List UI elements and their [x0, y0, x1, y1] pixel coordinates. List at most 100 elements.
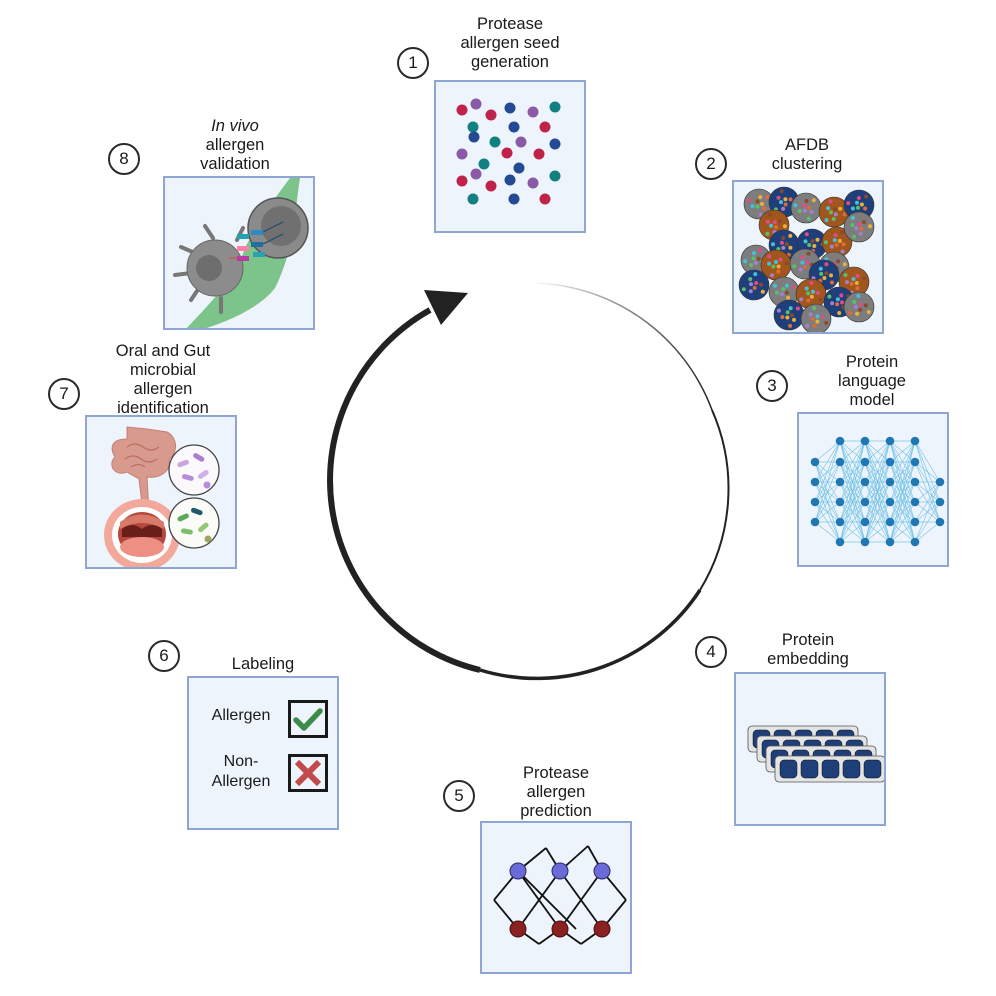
network-node — [810, 477, 820, 487]
prediction-network-illustration — [493, 845, 627, 945]
residue-dot — [811, 289, 815, 294]
residue-dot — [815, 319, 820, 324]
network-edge — [889, 440, 916, 503]
residue-dot — [819, 271, 824, 276]
step-3-number: 3 — [756, 370, 788, 402]
residue-dot — [784, 283, 789, 288]
step-5-title: Protease allergen prediction — [480, 764, 632, 821]
residue-dot — [863, 206, 868, 211]
step-6-panel: Allergen Non- Allergen — [187, 676, 339, 830]
non-allergen-checkbox — [288, 754, 328, 792]
title-line: Oral and Gut — [115, 342, 211, 360]
residue-dot — [782, 224, 787, 229]
vector-cell — [863, 759, 882, 779]
residue-dot — [868, 224, 872, 229]
network-edge — [914, 440, 941, 483]
seed-dots-illustration — [456, 98, 561, 205]
residue-dot — [804, 199, 809, 203]
protein-cluster — [821, 226, 853, 258]
step-6-title: Labeling — [188, 655, 338, 674]
title-line: allergen — [526, 783, 586, 801]
output-node — [551, 920, 569, 938]
residue-dot — [852, 299, 857, 304]
residue-dot — [806, 298, 811, 303]
residue-dot — [862, 220, 866, 225]
network-node — [860, 517, 870, 527]
network-node — [885, 537, 895, 547]
residue-dot — [784, 290, 789, 295]
network-edge — [814, 461, 841, 523]
residue-dot — [805, 260, 810, 265]
residue-dot — [835, 302, 840, 307]
step-number-text: 1 — [408, 53, 418, 72]
residue-dot — [826, 206, 831, 211]
residue-dot — [833, 233, 838, 238]
seed-dot — [504, 102, 516, 114]
network-edge — [864, 501, 891, 543]
residue-dot — [760, 202, 764, 206]
protein-cluster — [743, 188, 775, 220]
network-node — [835, 537, 845, 547]
residue-dot — [767, 254, 772, 259]
step-4-panel — [734, 672, 886, 826]
residue-dot — [751, 256, 756, 261]
residue-dot — [776, 195, 781, 200]
residue-dot — [843, 273, 848, 277]
residue-dot — [840, 300, 844, 305]
residue-dot — [779, 292, 784, 297]
residue-dot — [791, 285, 796, 290]
title-line: Protease — [476, 15, 544, 33]
network-edge — [814, 521, 841, 543]
network-edge — [889, 440, 916, 463]
title-line: Protein — [845, 353, 899, 371]
network-node — [835, 497, 845, 507]
step-number-text: 5 — [454, 786, 464, 805]
network-node — [835, 517, 845, 527]
residue-dot — [866, 310, 871, 314]
residue-dot — [811, 317, 815, 321]
input-node — [509, 862, 527, 880]
residue-dot — [829, 273, 833, 278]
prediction-edge — [559, 870, 603, 930]
cluster-circle — [790, 192, 822, 224]
residue-dot — [840, 249, 845, 254]
residue-dot — [837, 238, 842, 243]
residue-dot — [781, 236, 786, 240]
residue-dot — [770, 273, 775, 278]
non-allergen-label: Non- Allergen — [201, 752, 281, 792]
residue-dot — [859, 202, 864, 207]
protein-cluster — [818, 196, 850, 228]
residue-dot — [781, 245, 786, 250]
prediction-edge — [517, 870, 561, 930]
residue-dot — [856, 294, 861, 298]
residue-dot — [767, 212, 772, 217]
residue-dot — [858, 231, 863, 236]
gut-bacteria-magnifier-icon — [168, 444, 220, 496]
network-node — [885, 457, 895, 467]
label-line: Allergen — [211, 707, 271, 724]
network-node — [935, 477, 945, 487]
network-node — [860, 537, 870, 547]
residue-dot — [855, 273, 860, 278]
seed-dot — [467, 121, 479, 133]
residue-dot — [773, 283, 777, 288]
network-node — [835, 457, 845, 467]
residue-dot — [858, 302, 863, 307]
label-line: Allergen — [211, 773, 271, 790]
gut-mouth-microbiome-illustration — [104, 426, 220, 567]
seed-dot — [468, 131, 480, 143]
residue-dot — [786, 295, 791, 300]
title-line: Protease — [522, 764, 590, 782]
residue-dot — [746, 198, 751, 203]
seed-dot — [527, 177, 539, 189]
seed-dot — [456, 175, 468, 187]
network-node — [885, 477, 895, 487]
residue-dot — [828, 199, 833, 204]
protein-cluster — [795, 278, 827, 310]
language-model-network-illustration — [810, 436, 945, 547]
network-node — [835, 436, 845, 446]
residue-dot — [824, 262, 829, 267]
residue-dot — [812, 244, 817, 248]
residue-dot — [771, 264, 776, 269]
residue-dot — [750, 204, 755, 209]
